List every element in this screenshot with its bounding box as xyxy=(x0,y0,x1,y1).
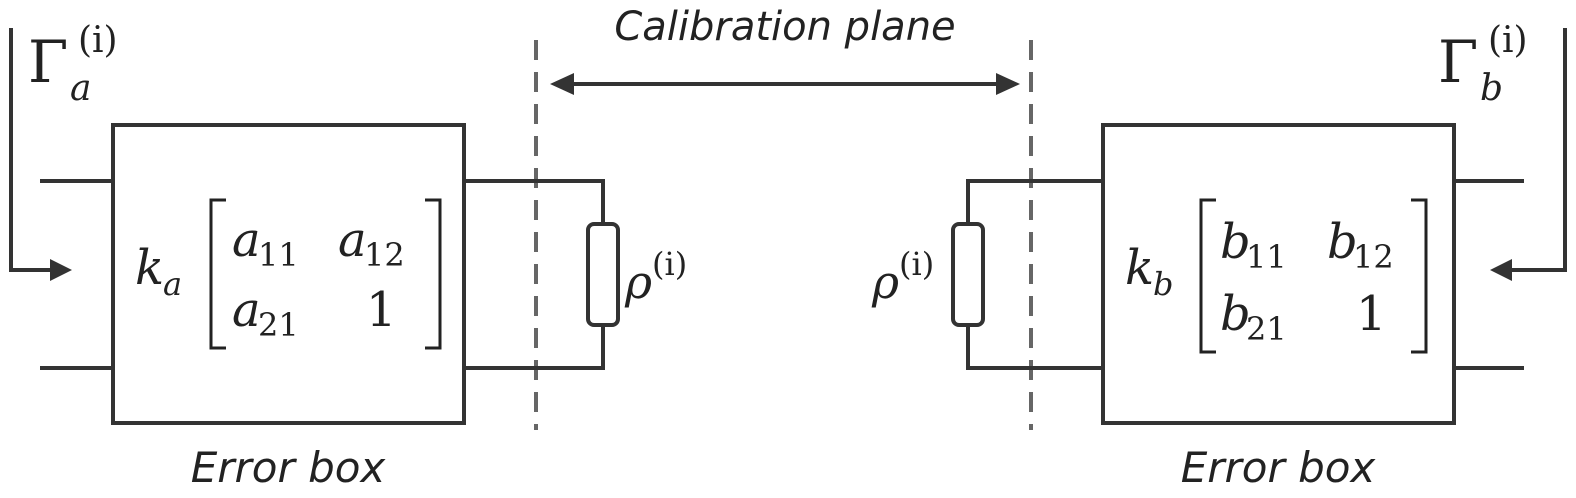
svg-text:b: b xyxy=(1220,286,1251,342)
svg-text:a: a xyxy=(163,265,182,303)
calibration-plane-arrow xyxy=(550,73,1020,95)
svg-text:12: 12 xyxy=(1353,238,1394,276)
left-matrix-bracket-close xyxy=(425,198,442,350)
svg-text:ρ: ρ xyxy=(871,255,899,309)
right-load-wire-top xyxy=(966,179,1103,224)
left-matrix-a21: a 21 xyxy=(232,282,299,344)
right-matrix-one: 1 xyxy=(1356,286,1387,342)
right-matrix-b21: b 21 xyxy=(1220,286,1287,348)
svg-text:21: 21 xyxy=(1246,310,1287,348)
svg-text:a: a xyxy=(338,212,367,268)
left-load-wire-top xyxy=(464,179,605,224)
svg-text:b: b xyxy=(1220,214,1251,270)
gamma-a-label: Γ a (i) xyxy=(28,20,118,109)
right-matrix-b11: b 11 xyxy=(1220,214,1287,276)
left-matrix-a11: a 11 xyxy=(232,212,299,274)
left-rho-label: ρ (i) xyxy=(624,245,687,309)
right-rho-label: ρ (i) xyxy=(871,245,934,309)
svg-text:21: 21 xyxy=(258,306,299,344)
svg-text:b: b xyxy=(1480,68,1503,109)
right-load-resistor xyxy=(951,222,985,327)
left-matrix-one: 1 xyxy=(366,282,397,338)
left-k-factor: k a xyxy=(135,240,182,303)
svg-text:k: k xyxy=(135,240,164,296)
left-load-wire-bottom xyxy=(464,325,605,370)
svg-text:11: 11 xyxy=(258,236,299,274)
left-error-box xyxy=(111,123,466,425)
svg-text:(i): (i) xyxy=(652,245,687,283)
svg-text:(i): (i) xyxy=(899,245,934,283)
svg-text:b: b xyxy=(1153,265,1173,303)
gamma-b-incoming-arrow xyxy=(1490,28,1567,281)
svg-text:(i): (i) xyxy=(78,20,118,61)
left-error-box-caption: Error box xyxy=(191,443,387,492)
svg-text:Γ: Γ xyxy=(1438,28,1478,96)
svg-text:12: 12 xyxy=(364,236,405,274)
left-matrix-a12: a 12 xyxy=(338,212,405,274)
svg-text:ρ: ρ xyxy=(624,255,652,309)
right-matrix-b12: b 12 xyxy=(1327,214,1394,276)
svg-text:k: k xyxy=(1125,240,1154,296)
svg-text:a: a xyxy=(232,212,261,268)
right-error-box xyxy=(1101,123,1456,425)
svg-text:Γ: Γ xyxy=(28,28,68,96)
right-matrix-bracket-open xyxy=(1199,198,1216,354)
gamma-b-label: Γ b (i) xyxy=(1438,20,1528,109)
right-error-box-caption: Error box xyxy=(1181,443,1377,492)
left-matrix-bracket-open xyxy=(209,198,226,350)
right-matrix-bracket-close xyxy=(1411,198,1428,354)
svg-text:(i): (i) xyxy=(1488,20,1528,61)
calibration-plane-label: Calibration plane xyxy=(614,4,955,50)
right-k-factor: k b xyxy=(1125,240,1173,303)
svg-text:11: 11 xyxy=(1246,238,1287,276)
svg-text:a: a xyxy=(70,68,91,109)
gamma-a-incoming-arrow xyxy=(9,28,72,281)
right-load-wire-bottom xyxy=(966,325,1103,370)
svg-text:b: b xyxy=(1327,214,1358,270)
svg-text:a: a xyxy=(232,282,261,338)
left-load-resistor xyxy=(586,222,620,327)
